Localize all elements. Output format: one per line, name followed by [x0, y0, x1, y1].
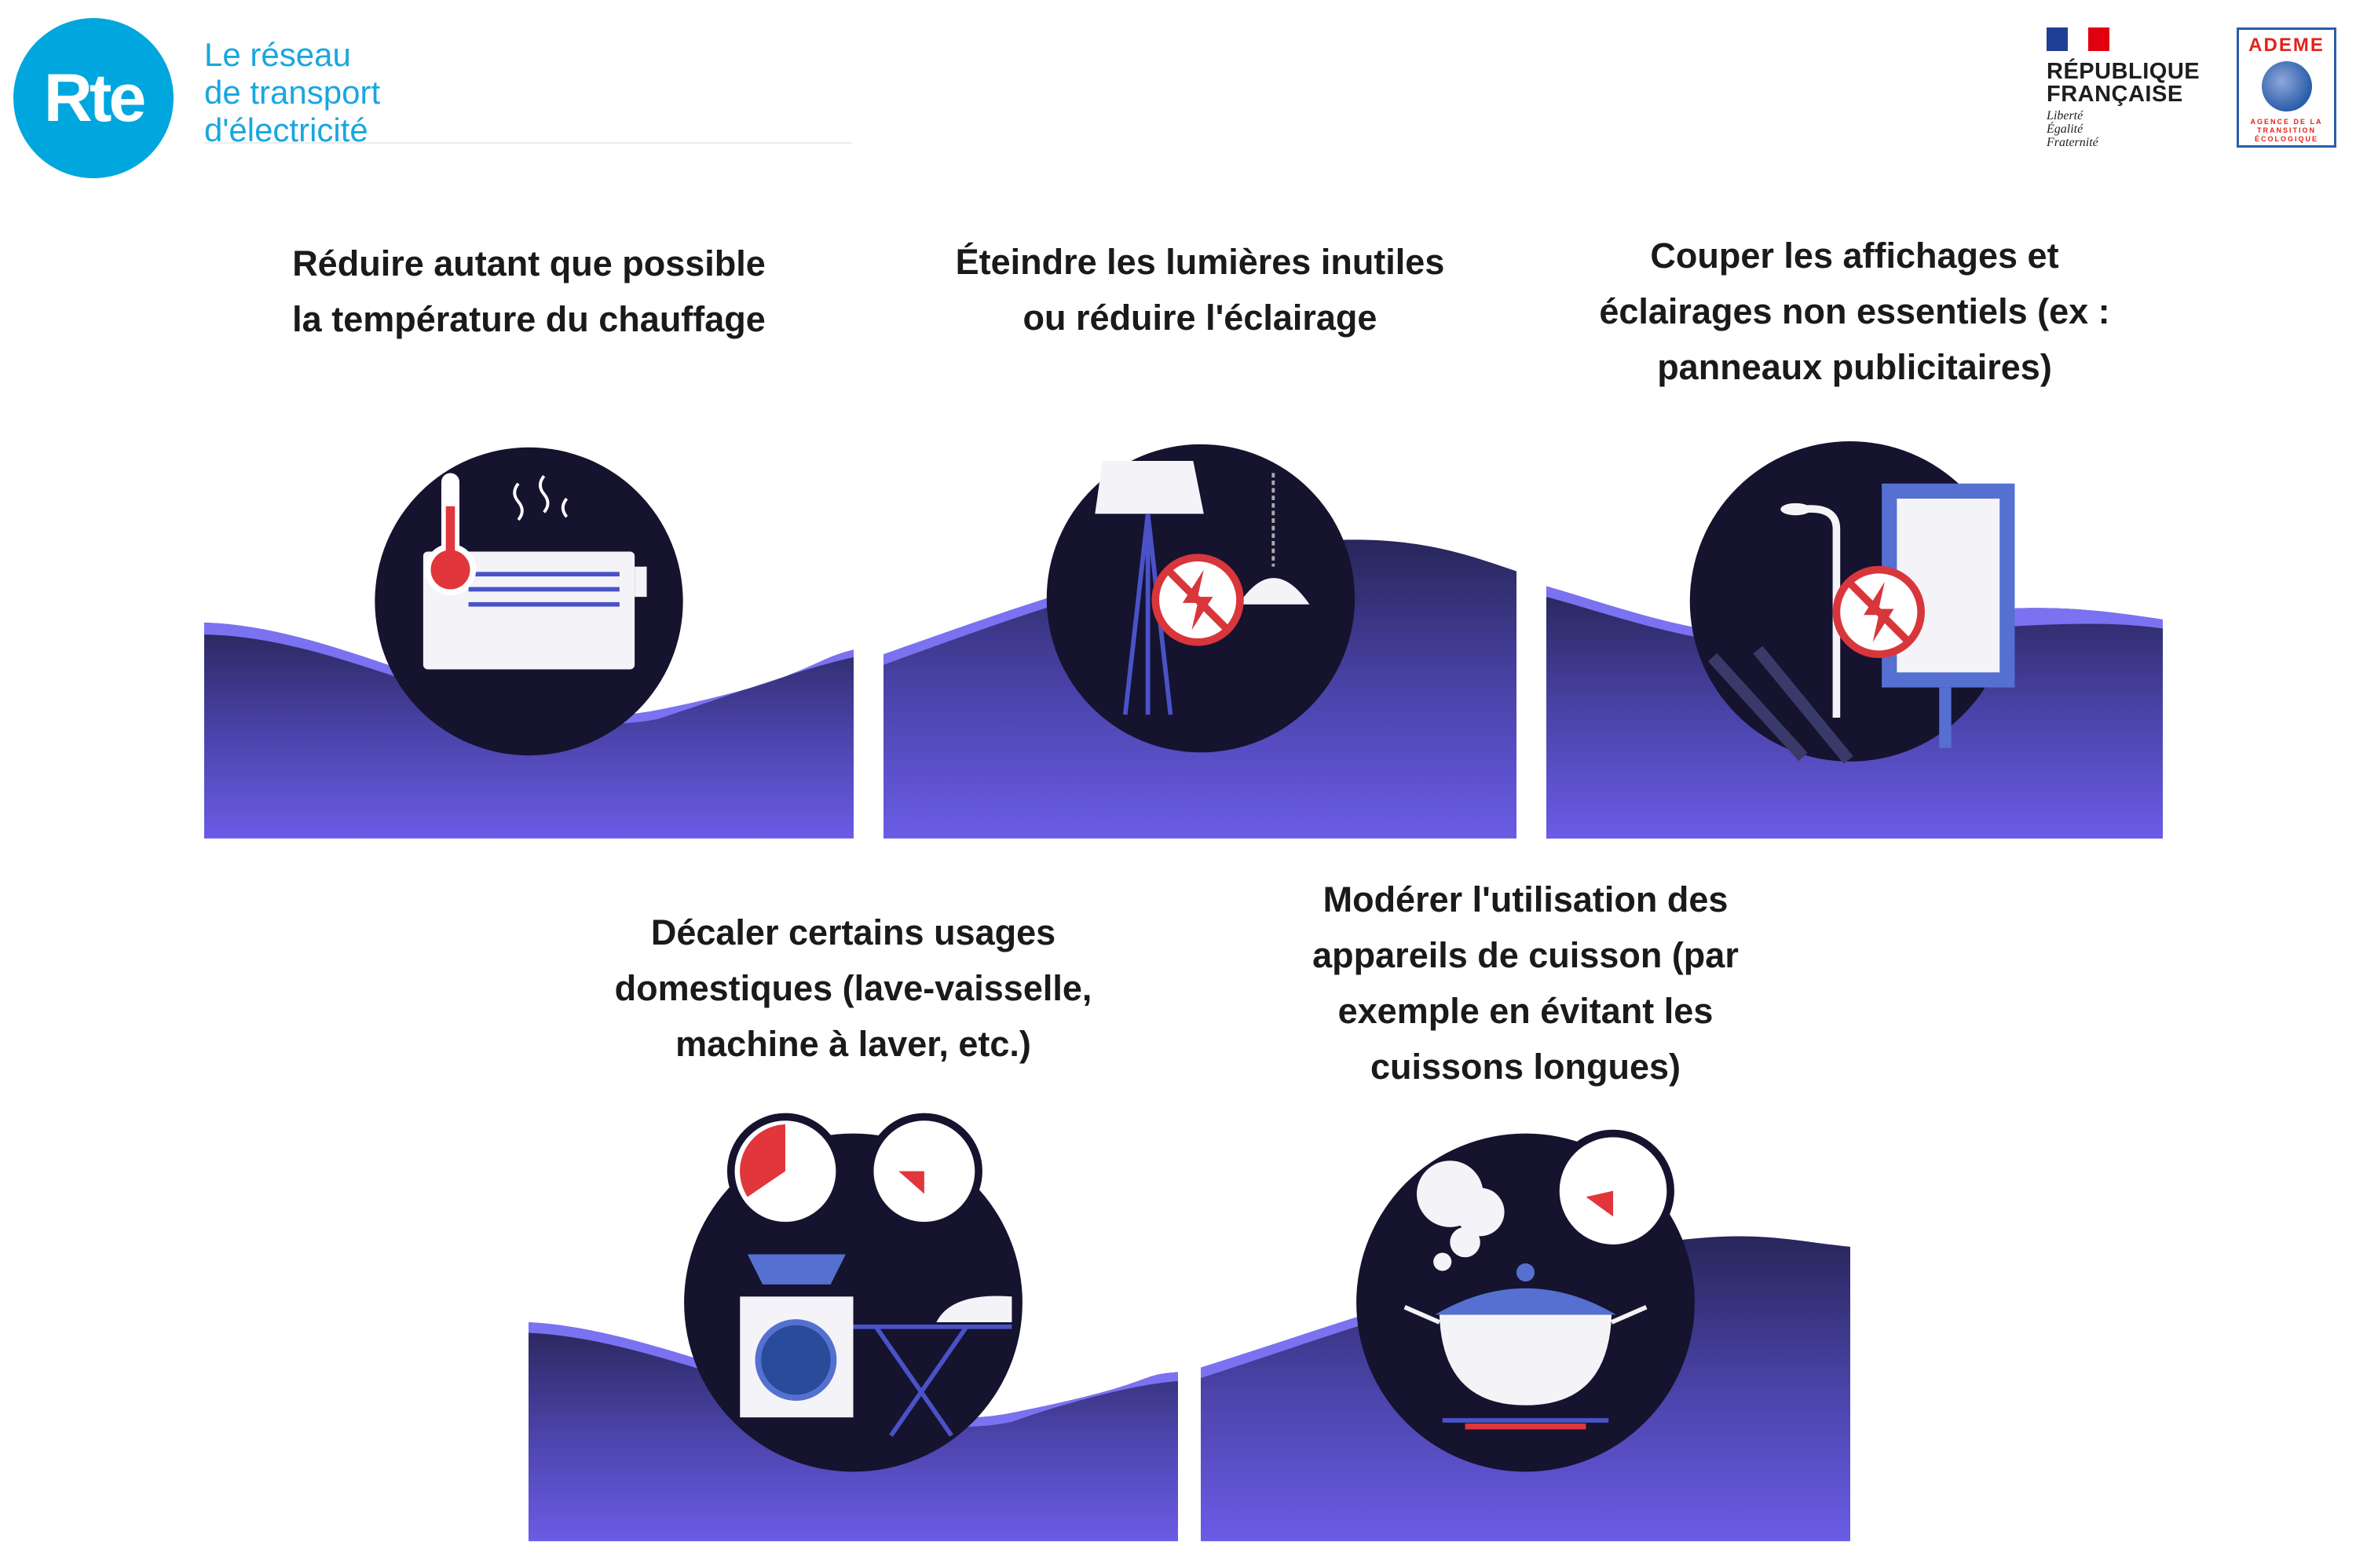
rf-motto-line: Liberté	[2047, 109, 2083, 122]
card-title-line: Couper les affichages et	[1650, 236, 2059, 276]
card-title-line: domestiques (lave-vaisselle,	[614, 968, 1092, 1008]
washing-machine-clocks-icon	[529, 1113, 1178, 1541]
card-title-line: la température du chauffage	[292, 299, 766, 339]
rf-motto-line: Égalité	[2047, 122, 2083, 136]
card-title-line: panneaux publicitaires)	[1657, 347, 2052, 387]
card-title: Modérer l'utilisation des appareils de c…	[1201, 872, 1850, 1095]
card-title: Couper les affichages et éclairages non …	[1546, 228, 2163, 395]
rte-tagline: Le réseau de transport d'électricité	[204, 36, 380, 149]
radiator-thermometer-icon	[204, 447, 854, 839]
card-title-line: Réduire autant que possible	[292, 243, 766, 283]
card-title-line: cuissons longues)	[1370, 1047, 1681, 1087]
card-title-line: éclairages non essentiels (ex :	[1599, 291, 2110, 331]
rf-name-line: RÉPUBLIQUE	[2047, 59, 2201, 84]
rte-logo: Rte	[13, 18, 174, 178]
card-title-line: Modérer l'utilisation des	[1323, 879, 1729, 919]
rte-logo-text: Rte	[43, 60, 147, 136]
card-title-line: Décaler certains usages	[650, 912, 1056, 952]
tagline-line: Le réseau	[204, 36, 351, 73]
rf-motto-line: Fraternité	[2047, 136, 2098, 149]
tagline-line: de transport	[204, 74, 381, 111]
ademe-title: ADEME	[2248, 35, 2325, 56]
card-title-line: machine à laver, etc.)	[675, 1024, 1031, 1064]
tip-card-lighting: Éteindre les lumières inutiles ou réduir…	[884, 236, 1516, 839]
tip-card-appliances: Décaler certains usages domestiques (lav…	[529, 905, 1178, 1541]
card-title: Réduire autant que possible la températu…	[204, 236, 854, 347]
globe-icon	[2261, 61, 2312, 111]
card-title: Éteindre les lumières inutiles ou réduir…	[884, 234, 1516, 345]
billboard-streetlight-no-power-icon	[1546, 440, 2163, 839]
tip-card-cooking: Modérer l'utilisation des appareils de c…	[1201, 872, 1850, 1541]
card-title-line: ou réduire l'éclairage	[1023, 298, 1377, 338]
tip-card-billboards: Couper les affichages et éclairages non …	[1546, 228, 2163, 839]
lamps-no-power-icon	[884, 444, 1516, 839]
card-title-line: Éteindre les lumières inutiles	[955, 242, 1445, 282]
french-flag-icon	[2047, 27, 2110, 51]
rf-name-line: FRANÇAISE	[2047, 82, 2183, 107]
ademe-sub-line: TRANSITION	[2257, 126, 2316, 134]
card-title: Décaler certains usages domestiques (lav…	[529, 905, 1178, 1072]
ademe-sub-line: ÉCOLOGIQUE	[2254, 135, 2318, 143]
cooking-pot-timer-icon	[1201, 1129, 1850, 1541]
card-title-line: exemple en évitant les	[1337, 991, 1714, 1031]
divider	[204, 142, 852, 144]
ademe-sub-line: AGENCE DE LA	[2250, 118, 2323, 126]
tip-card-heating: Réduire autant que possible la températu…	[204, 236, 854, 839]
card-title-line: appareils de cuisson (par	[1312, 935, 1739, 975]
